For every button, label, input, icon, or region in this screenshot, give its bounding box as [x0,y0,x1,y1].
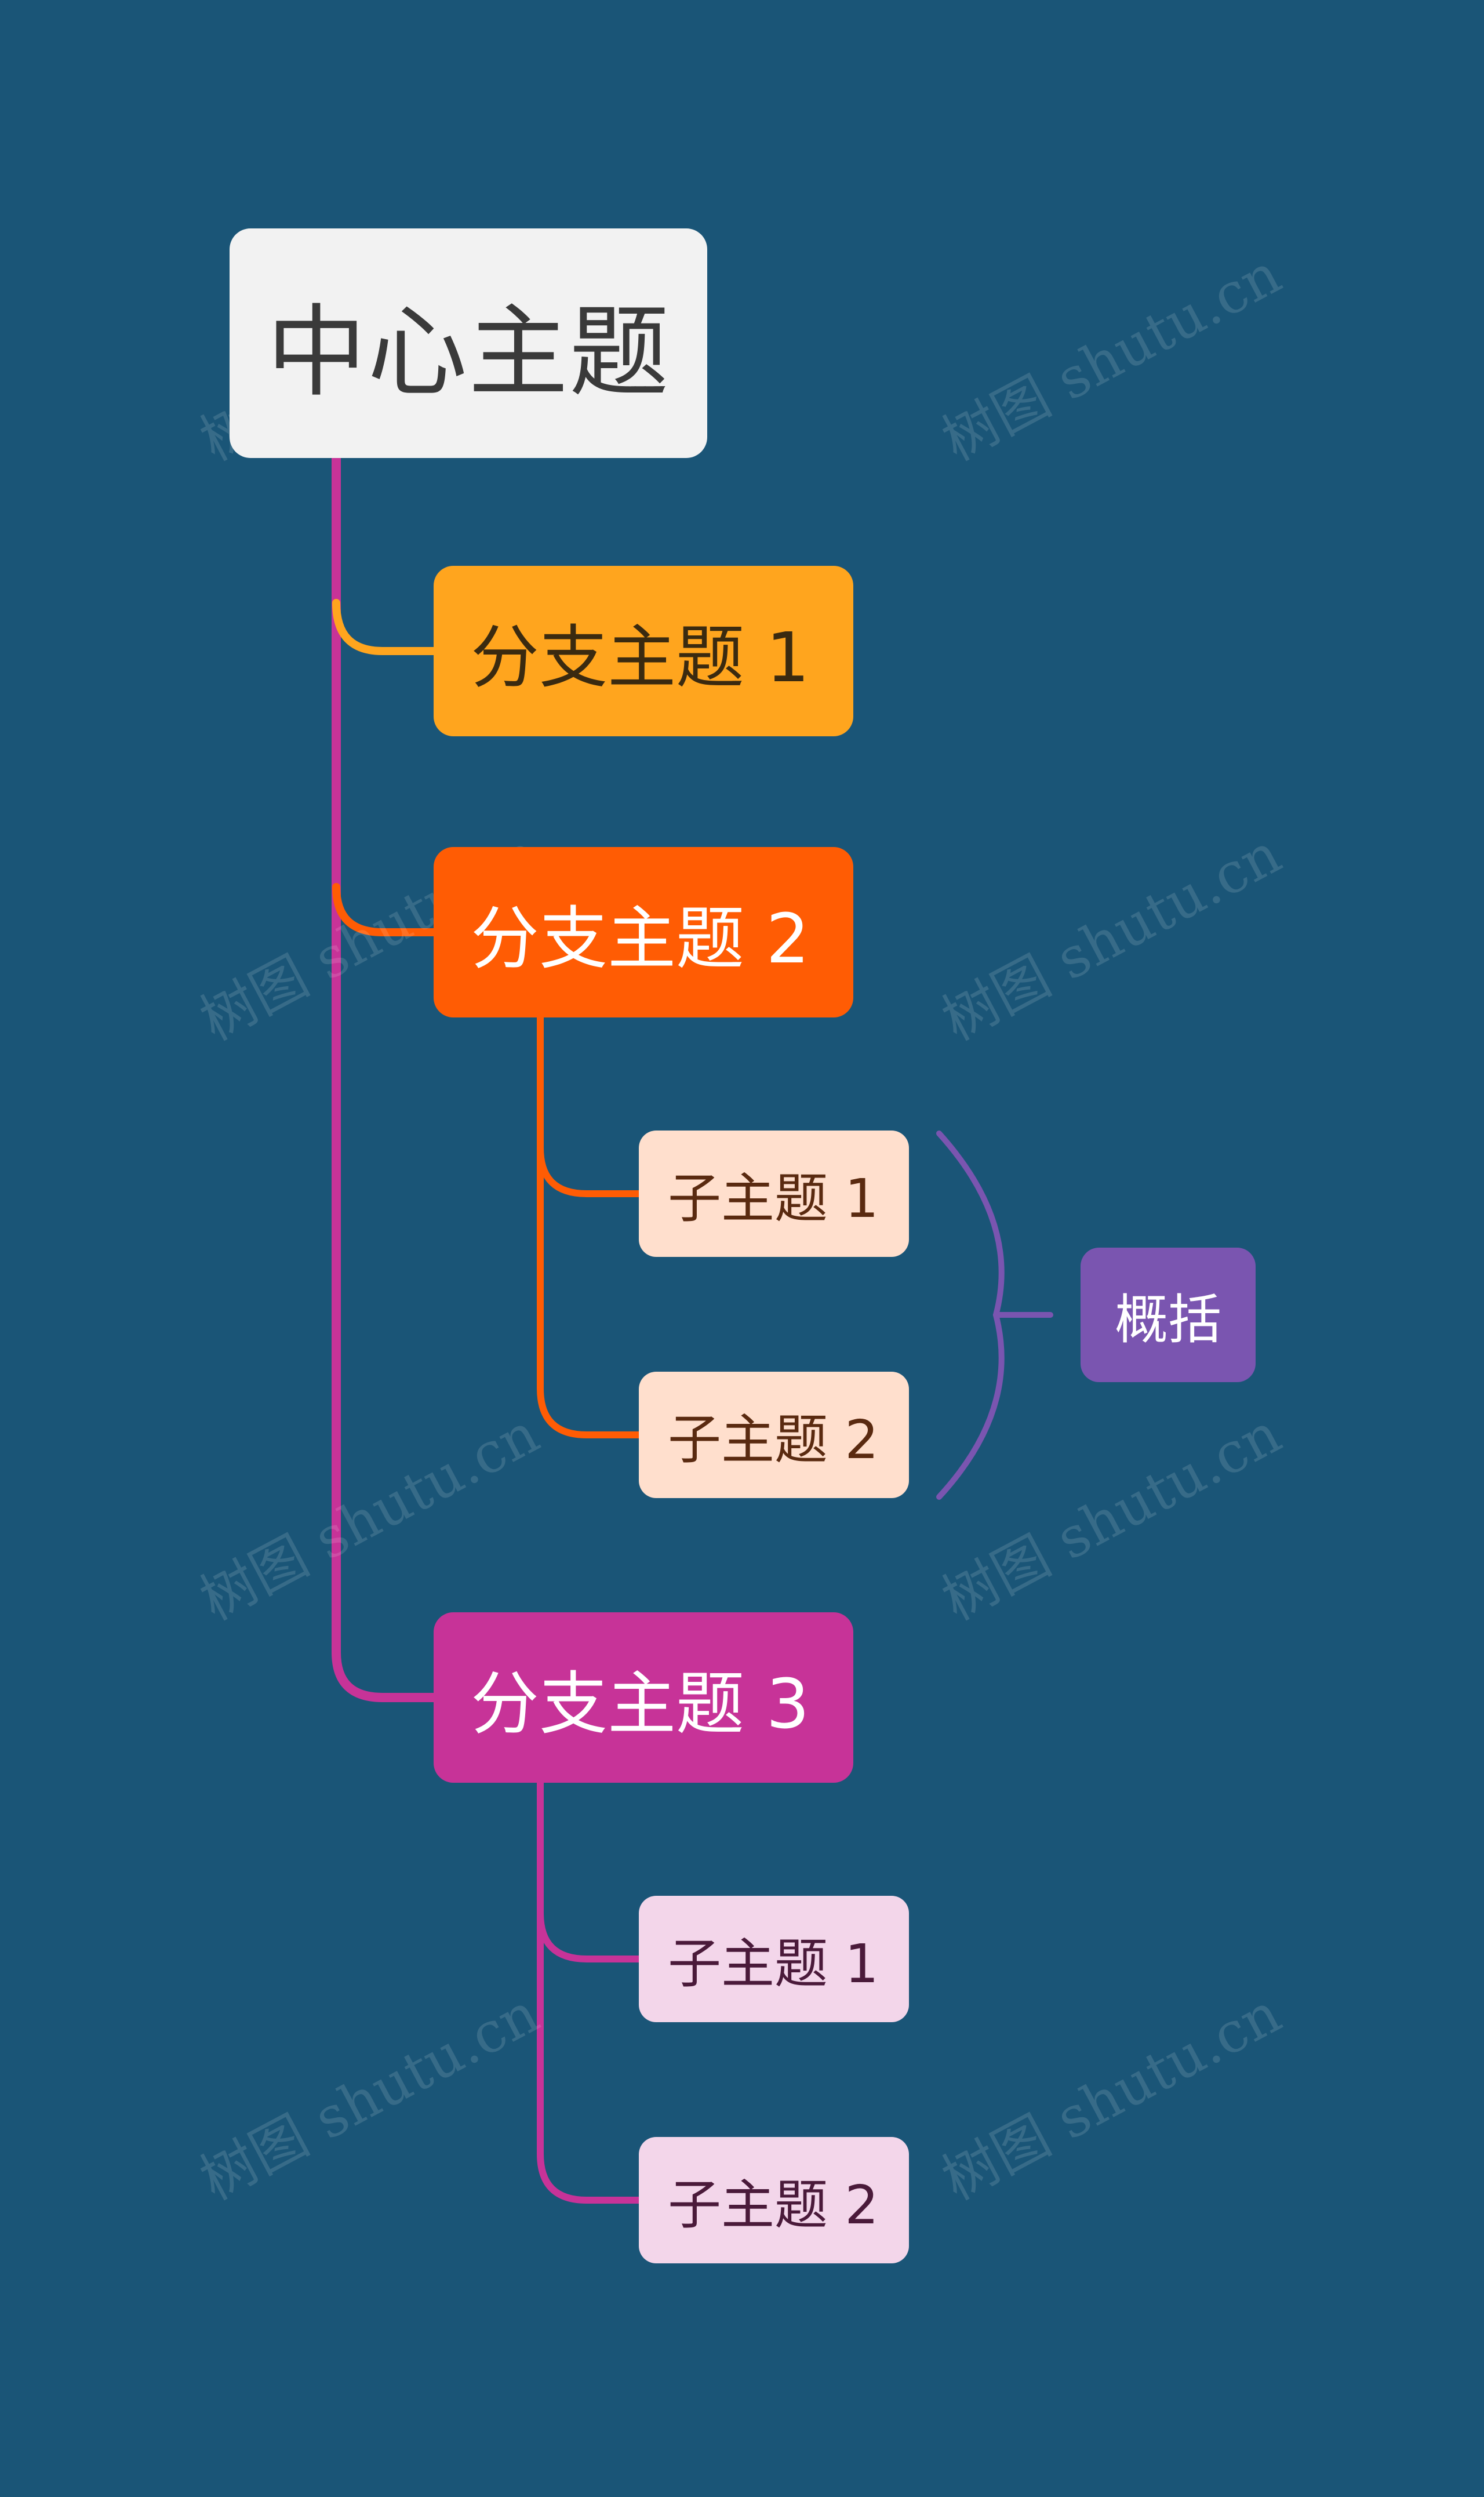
subtopic-2-2[interactable]: 子主题 2 [639,1372,909,1498]
summary-topic[interactable]: 概括 [1081,1248,1256,1382]
branch-topic-1-label: 分支主题 1 [471,617,810,697]
subtopic-2-1-label: 子主题 1 [668,1167,879,1230]
subtopic-3-2-label: 子主题 2 [668,2173,879,2236]
branch-1-connector [332,599,438,655]
sub-2-1-connector [537,1014,642,1197]
subtopic-2-2-label: 子主题 2 [668,1408,879,1471]
summary-topic-label: 概括 [1114,1288,1221,1351]
branch-topic-1[interactable]: 分支主题 1 [434,566,853,736]
subtopic-3-1[interactable]: 子主题 1 [639,1896,909,2022]
subtopic-2-1[interactable]: 子主题 1 [639,1131,909,1257]
central-topic[interactable]: 中心主题 [230,228,707,458]
branch-topic-2-label: 分支主题 2 [471,898,810,979]
branch-topic-3-label: 分支主题 3 [471,1663,810,1744]
trunk-line [332,453,438,1702]
sub-3-1-connector [537,1779,642,1962]
summary-bracket [936,1131,1005,1500]
central-topic-label: 中心主题 [267,294,670,410]
branch-topic-3[interactable]: 分支主题 3 [434,1612,853,1783]
branch-topic-2[interactable]: 分支主题 2 [434,847,853,1017]
subtopic-3-1-label: 子主题 1 [668,1932,879,1995]
sub-3-2-connector [537,1910,642,2204]
sub-2-2-connector [537,1144,642,1438]
subtopic-3-2[interactable]: 子主题 2 [639,2137,909,2263]
branch-2-connector [332,883,438,936]
